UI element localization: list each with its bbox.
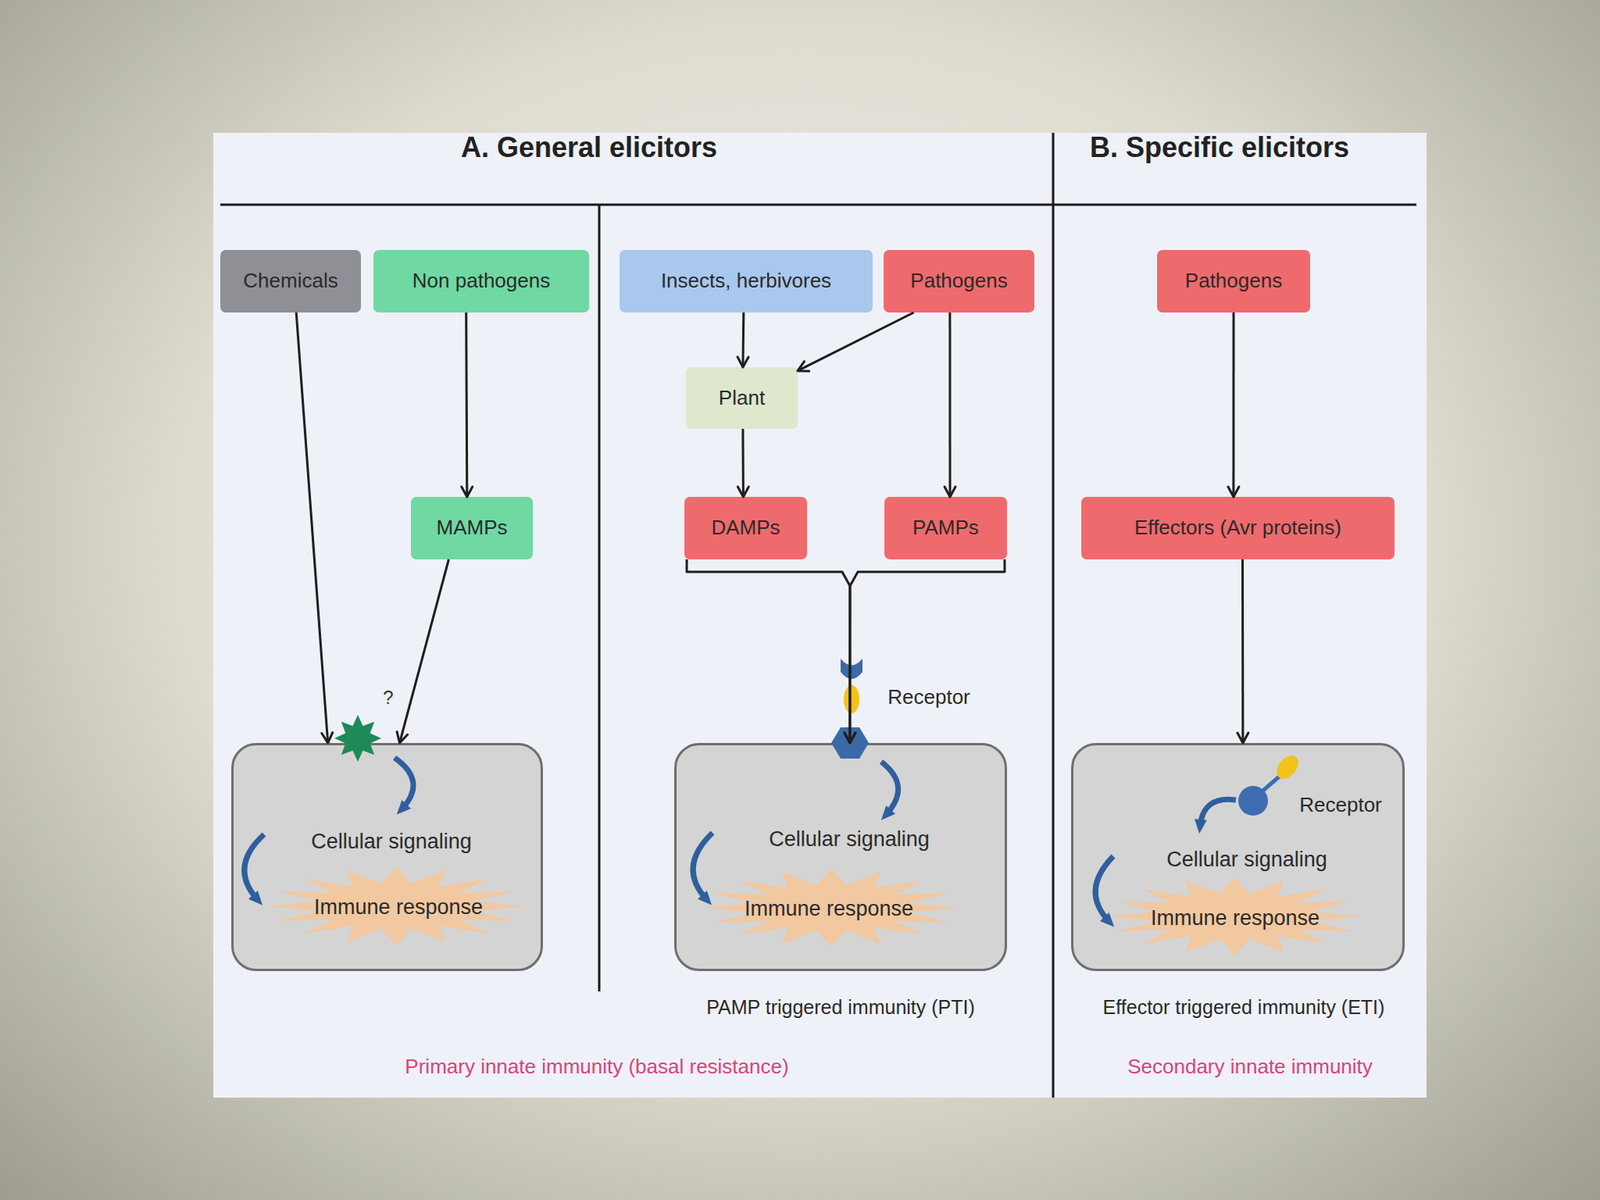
section-divider	[598, 204, 601, 992]
immunity-label: Secondary innate immunity	[1127, 1054, 1373, 1079]
caption-label: Effector triggered immunity (ETI)	[1103, 996, 1386, 1019]
node-label: Insects, herbivores	[656, 269, 836, 293]
immune-burst	[267, 867, 525, 946]
receptor-circle	[1238, 785, 1268, 816]
flow-arrow	[400, 559, 450, 743]
signal-arrow	[1200, 799, 1236, 827]
signal-arrow	[881, 761, 899, 815]
node-label: DAMPs	[706, 516, 785, 540]
response-text: Immune response	[314, 895, 483, 920]
immunity-label: Primary innate immunity (basal resistanc…	[404, 1054, 789, 1079]
signal-arrow	[1095, 856, 1114, 922]
flow-arrow	[741, 312, 745, 368]
signal-arrow	[692, 832, 713, 900]
flow-arrow	[948, 312, 951, 497]
elicitor-box: MAMPs	[410, 496, 533, 560]
receptor-domain	[843, 685, 860, 714]
flow-arrow	[741, 428, 745, 497]
question-mark: ?	[382, 686, 393, 709]
elicitor-box: Chemicals	[220, 250, 361, 313]
section-heading: A. General elicitors	[460, 131, 718, 165]
receptor-link	[1259, 773, 1283, 794]
receptor-label: Receptor	[887, 685, 971, 710]
flow-arrow	[1241, 559, 1244, 743]
header-rule	[220, 203, 1417, 207]
node-label: Effectors (Avr proteins)	[1129, 516, 1347, 540]
flow-arrow	[797, 312, 915, 372]
receptor-label: Receptor	[1299, 792, 1383, 818]
caption-label: PAMP triggered immunity (PTI)	[706, 996, 975, 1019]
section-divider	[1052, 132, 1055, 1098]
elicitor-box: Insects, herbivores	[619, 250, 873, 313]
elicitor-star	[334, 714, 382, 762]
signal-text: Cellular signaling	[1166, 847, 1328, 872]
elicitor-box: Non pathogens	[373, 250, 590, 313]
node-label: Non pathogens	[407, 269, 555, 293]
flow-arrow	[296, 312, 329, 743]
signal-arrow	[394, 757, 414, 810]
receptor-hexagon	[831, 727, 869, 759]
elicitor-box: Plant	[685, 367, 798, 429]
flow-arrow	[850, 559, 1005, 743]
elicitor-box: Pathogens	[1157, 250, 1311, 313]
signal-arrow	[244, 834, 265, 900]
node-label: PAMPs	[907, 516, 984, 540]
elicitor-box: Pathogens	[883, 250, 1035, 313]
cell-box: Cellular signalingImmune response	[674, 742, 1008, 972]
node-label: Pathogens	[1180, 269, 1287, 293]
cell-box: Cellular signalingImmune response	[231, 742, 543, 972]
signal-text: Cellular signaling	[310, 829, 472, 854]
receptor-cup	[840, 658, 863, 679]
node-label: Pathogens	[905, 269, 1012, 293]
response-text: Immune response	[1150, 906, 1320, 931]
elicitor-box: DAMPs	[684, 496, 808, 560]
flow-arrow	[466, 312, 468, 497]
section-heading: B. Specific elicitors	[1089, 131, 1350, 165]
elicitor-box: Effectors (Avr proteins)	[1081, 496, 1395, 560]
flow-arrow	[1232, 312, 1235, 497]
signal-text: Cellular signaling	[768, 827, 930, 852]
node-label: Plant	[714, 386, 770, 411]
immune-burst	[702, 868, 961, 947]
immune-burst	[1105, 877, 1364, 956]
flow-arrow	[686, 559, 850, 743]
node-label: Chemicals	[238, 269, 343, 293]
response-text: Immune response	[744, 896, 914, 922]
elicitor-box: PAMPs	[884, 496, 1008, 560]
node-label: MAMPs	[432, 516, 513, 540]
receptor-domain	[1272, 751, 1304, 783]
cell-box: Cellular signalingImmune response	[1071, 742, 1405, 972]
